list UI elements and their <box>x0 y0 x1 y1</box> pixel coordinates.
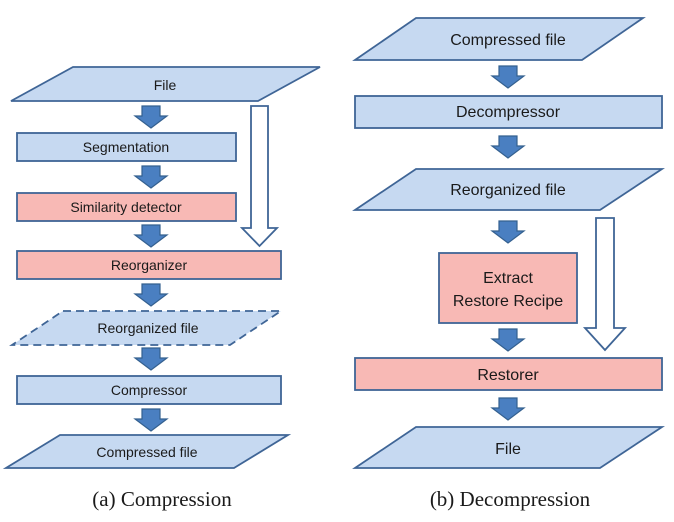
compression-compressed-file-label: Compressed file <box>96 444 197 460</box>
decompression-flow: Compressed file Decompressor Reorganized… <box>352 17 665 511</box>
decompression-caption: (b) Decompression <box>430 487 591 511</box>
compression-reorganized-file-label: Reorganized file <box>97 320 198 336</box>
similarity-detector-box <box>16 192 237 222</box>
arrow-down-icon <box>134 283 168 307</box>
compressor-box <box>16 375 282 405</box>
compressor-label: Compressor <box>111 382 188 398</box>
similarity-detector-label: Similarity detector <box>70 199 182 215</box>
restore-recipe-label: Restore Recipe <box>453 293 563 310</box>
compression-file-label: File <box>154 77 177 93</box>
decompression-reorganized-file-label: Reorganized file <box>450 182 566 199</box>
arrow-down-icon <box>134 105 168 129</box>
arrow-down-icon <box>491 397 525 421</box>
extract-restore-recipe-box <box>438 252 578 324</box>
decompression-file-label: File <box>495 441 521 458</box>
decompressor-box <box>354 95 663 129</box>
reorganizer-label: Reorganizer <box>111 257 188 273</box>
arrow-down-icon <box>134 224 168 248</box>
arrow-down-icon <box>134 347 168 371</box>
arrow-down-icon <box>491 65 525 89</box>
restorer-box <box>354 357 663 391</box>
restorer-label: Restorer <box>477 367 539 384</box>
compression-reorganized-file-shape <box>9 310 284 346</box>
decompressor-label: Decompressor <box>456 104 561 121</box>
arrow-down-icon <box>134 408 168 432</box>
compression-caption: (a) Compression <box>92 487 232 511</box>
arrow-down-icon <box>134 165 168 189</box>
decompression-compressed-file-label: Compressed file <box>450 32 566 49</box>
segmentation-label: Segmentation <box>83 139 169 155</box>
decompression-file-shape <box>352 426 665 469</box>
decompression-compressed-file-shape <box>352 17 646 61</box>
compression-compressed-file-shape <box>2 434 292 469</box>
arrow-down-icon <box>491 220 525 244</box>
bypass-hollow-arrow-icon <box>582 217 628 352</box>
reorganizer-box <box>16 250 282 280</box>
arrow-down-icon <box>491 328 525 352</box>
compression-file-shape <box>10 66 321 102</box>
bypass-hollow-arrow-icon <box>239 105 280 248</box>
arrow-down-icon <box>491 135 525 159</box>
segmentation-box <box>16 132 237 162</box>
decompression-reorganized-file-shape <box>352 168 665 211</box>
compression-flow: File Segmentation Similarity detector Re… <box>2 66 321 511</box>
extract-label: Extract <box>483 270 533 287</box>
